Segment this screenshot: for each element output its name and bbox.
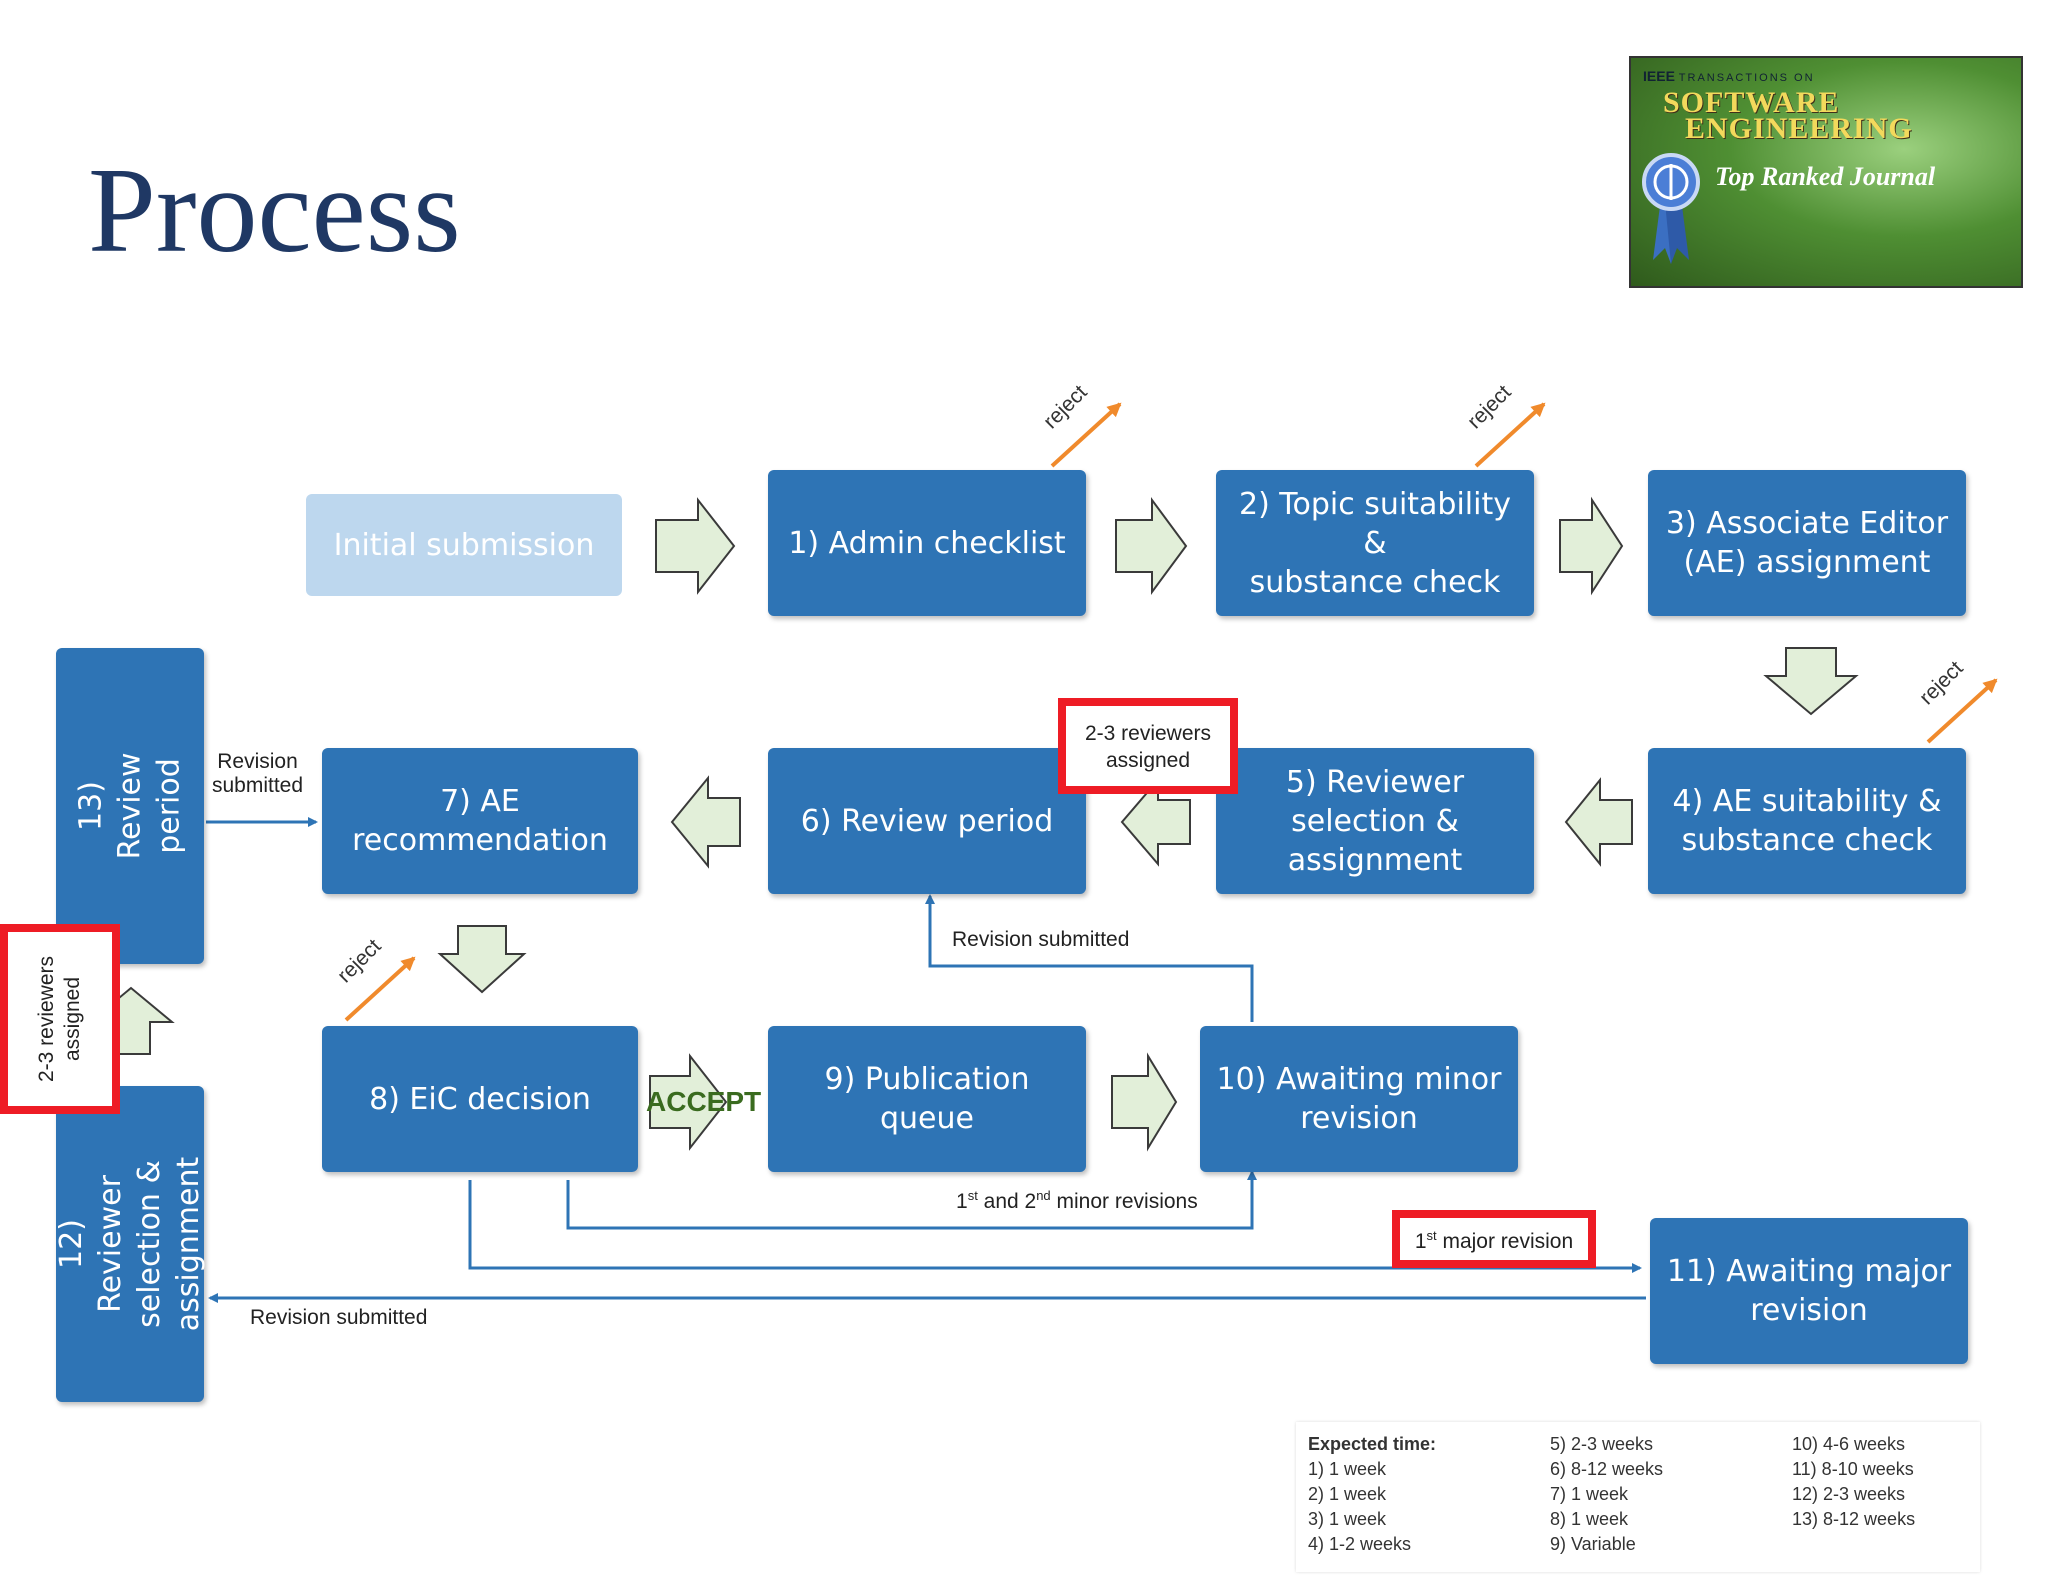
node-4-ae-suitability: 4) AE suitability & substance check: [1648, 748, 1966, 894]
node-5-reviewer-selection: 5) Reviewer selection & assignment: [1216, 748, 1534, 894]
ribbon-icon: [1642, 153, 1700, 264]
flow-arrow-left-icon: [670, 775, 741, 869]
node-initial-submission: Initial submission: [306, 494, 622, 596]
node-10-awaiting-minor: 10) Awaiting minor revision: [1200, 1026, 1518, 1172]
logo-line1: SOFTWARE: [1663, 86, 1840, 119]
flow-arrow-left-icon: [1564, 777, 1633, 867]
flow-arrow-right-icon: [1559, 496, 1624, 596]
flow-arrow-right-icon: [655, 497, 736, 595]
flow-arrow-down-icon: [437, 925, 527, 994]
connector-8-major: [468, 1180, 1642, 1273]
journal-logo: IEEE TRANSACTIONS ON SOFTWARE ENGINEERIN…: [1629, 56, 2023, 288]
expected-time-legend: Expected time: 1) 1 week 2) 1 week 3) 1 …: [1296, 1422, 1980, 1572]
reviewers-assigned-side-highlight: 2-3 reviewers assigned: [0, 924, 120, 1114]
legend-col-3: 10) 4-6 weeks 11) 8-10 weeks 12) 2-3 wee…: [1792, 1432, 1915, 1532]
major-revision-highlight: 1st major revision: [1392, 1210, 1596, 1268]
legend-item: 3) 1 week: [1308, 1509, 1387, 1529]
legend-item: 11) 8-10 weeks: [1792, 1459, 1914, 1479]
flow-arrow-right-icon: [1111, 1052, 1178, 1152]
accept-label: ACCEPT: [646, 1086, 762, 1117]
legend-item: 9) Variable: [1550, 1534, 1636, 1554]
node-3-ae-assignment: 3) Associate Editor (AE) assignment: [1648, 470, 1966, 616]
node-1-admin-checklist: 1) Admin checklist: [768, 470, 1086, 616]
logo-tagline: Top Ranked Journal: [1715, 162, 1936, 191]
page-title: Process: [88, 143, 461, 278]
node-13-review-period: 13) Review period: [56, 648, 204, 964]
legend-item: 4) 1-2 weeks: [1308, 1534, 1412, 1554]
legend-col-1: Expected time: 1) 1 week 2) 1 week 3) 1 …: [1308, 1432, 1436, 1557]
node-6-review-period: 6) Review period: [768, 748, 1086, 894]
reviewers-assigned-highlight: 2-3 reviewers assigned: [1058, 698, 1238, 794]
revision-submitted-label: Revision submitted: [250, 1306, 428, 1329]
node-11-awaiting-major: 11) Awaiting major revision: [1650, 1218, 1968, 1364]
node-12-label: 12) Reviewer selection & assignment: [54, 1156, 206, 1332]
flow-arrow-right-icon: [649, 1053, 728, 1151]
logo-publisher: IEEE TRANSACTIONS ON: [1643, 68, 1815, 84]
connector-10-to-6: [925, 894, 1254, 1022]
legend-item: 10) 4-6 weeks: [1792, 1434, 1906, 1454]
legend-item: 6) 8-12 weeks: [1550, 1459, 1664, 1479]
reviewers-assigned-side-label: 2-3 reviewers assigned: [35, 955, 84, 1083]
legend-item: 13) 8-12 weeks: [1792, 1509, 1916, 1529]
revision-submitted-label: Revision submitted: [212, 750, 304, 797]
legend-col-2: 5) 2-3 weeks 6) 8-12 weeks 7) 1 week 8) …: [1550, 1432, 1663, 1557]
node-13-label: 13) Review period: [73, 752, 187, 860]
legend-item: 8) 1 week: [1550, 1509, 1629, 1529]
node-12-reviewer-selection: 12) Reviewer selection & assignment: [54, 1086, 206, 1402]
legend-item: 12) 2-3 weeks: [1792, 1484, 1906, 1504]
logo-line2: ENGINEERING: [1685, 112, 1913, 145]
connector-8-minor: [566, 1170, 1257, 1230]
reject-arrow-icon: [1474, 402, 1546, 468]
flow-arrow-left-icon: [1120, 777, 1191, 867]
legend-heading: Expected time:: [1308, 1434, 1437, 1454]
node-2-topic-suitability: 2) Topic suitability & substance check: [1216, 470, 1534, 616]
node-9-publication-queue: 9) Publication queue: [768, 1026, 1086, 1172]
minor-revisions-label: 1st and 2nd minor revisions: [956, 1188, 1198, 1213]
revision-submitted-label: Revision submitted: [952, 928, 1130, 951]
legend-item: 1) 1 week: [1308, 1459, 1387, 1479]
reject-arrow-icon: [1050, 402, 1122, 468]
reject-arrow-icon: [1926, 678, 1998, 744]
legend-item: 5) 2-3 weeks: [1550, 1434, 1654, 1454]
legend-item: 2) 1 week: [1308, 1484, 1387, 1504]
flow-arrow-down-icon: [1763, 647, 1859, 716]
reject-arrow-icon: [344, 956, 416, 1022]
node-8-eic-decision: 8) EiC decision: [322, 1026, 638, 1172]
node-7-ae-recommendation: 7) AE recommendation: [322, 748, 638, 894]
legend-item: 7) 1 week: [1550, 1484, 1629, 1504]
flow-arrow-right-icon: [1115, 496, 1188, 596]
